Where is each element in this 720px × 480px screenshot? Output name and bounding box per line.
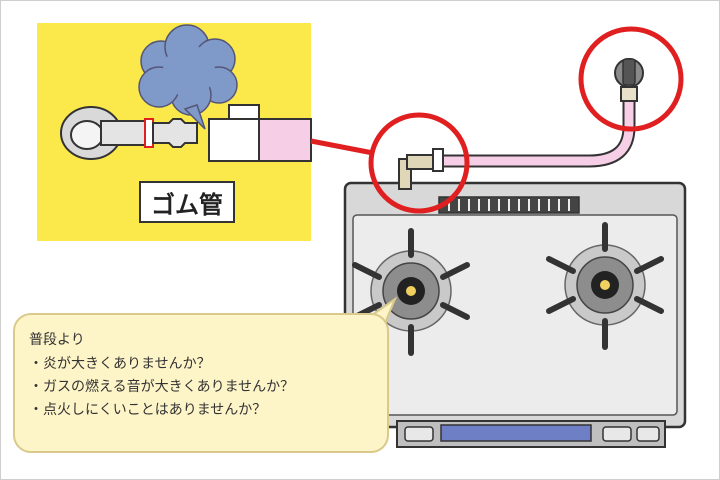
right-burner xyxy=(546,222,664,350)
notes-list: ・炎が大きくありませんか？ ・ガスの燃える音が大きくありませんか？ ・点火しにく… xyxy=(29,353,373,422)
gas-valve-closeup xyxy=(60,106,198,160)
left-burner xyxy=(352,228,470,356)
notes-item: ・ガスの燃える音が大きくありませんか？ xyxy=(29,379,295,395)
gas-leak-cloud xyxy=(138,24,238,130)
gas-hose xyxy=(436,92,634,166)
rubber-hose-label: ゴム管 xyxy=(139,181,235,223)
highlight-circle-wall-valve xyxy=(578,26,684,132)
highlight-circle-stove-connector xyxy=(368,112,470,214)
callout-line xyxy=(310,138,374,156)
gas-hose-outline xyxy=(434,90,636,168)
notes-bubble: 普段より ・炎が大きくありませんか？ ・ガスの燃える音が大きくありませんか？ ・… xyxy=(13,313,389,453)
notes-title: 普段より xyxy=(29,332,85,348)
notes-item: ・炎が大きくありませんか？ xyxy=(29,356,211,372)
rubber-hose-closeup xyxy=(208,104,312,162)
notes-item: ・点火しにくいことはありませんか？ xyxy=(29,402,267,418)
stove-control-panel xyxy=(396,420,666,448)
wall-gas-valve xyxy=(614,58,644,102)
